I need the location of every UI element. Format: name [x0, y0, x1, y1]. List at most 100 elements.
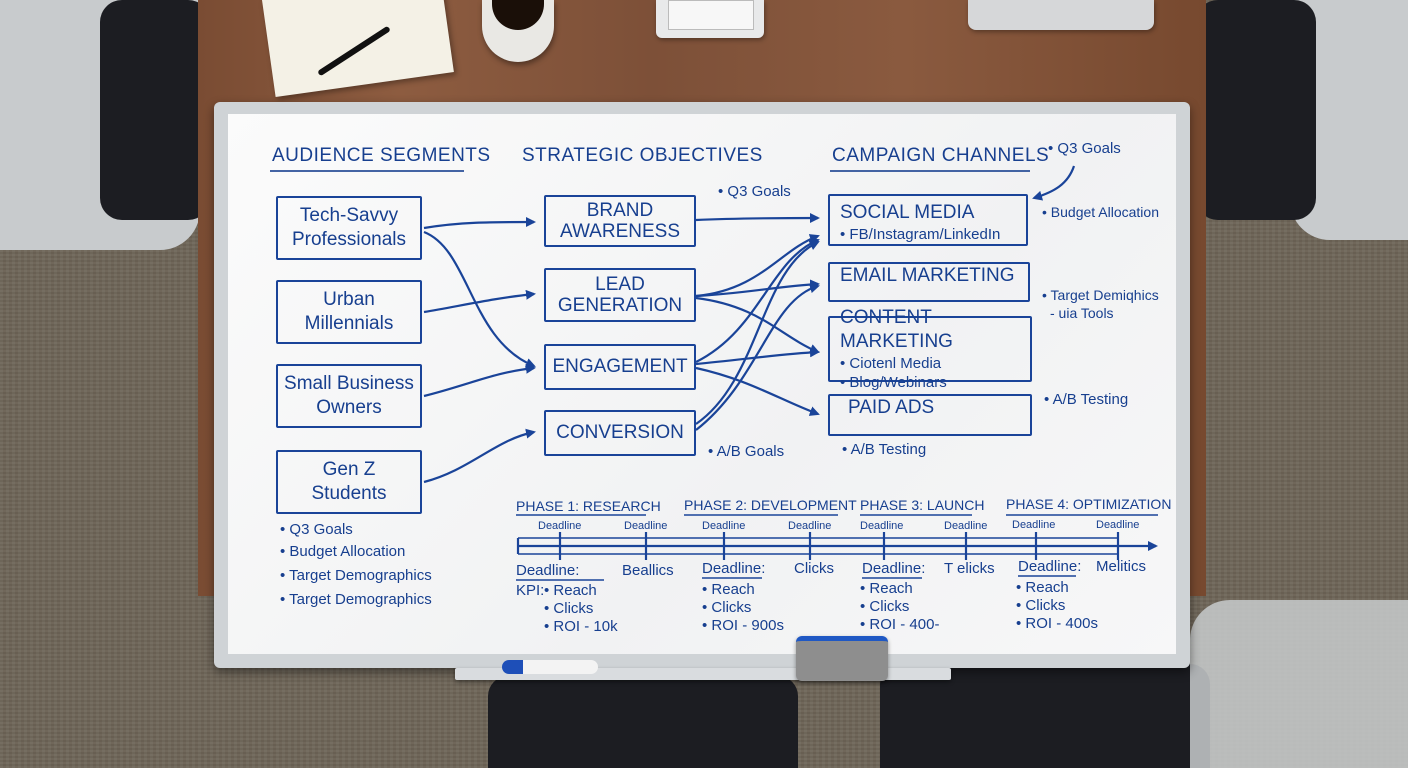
- segment-urban-millennials: Urban Millennials: [276, 280, 422, 344]
- note-budget-allocation: • Budget Allocation: [1042, 204, 1159, 220]
- chair-right-top: [1196, 0, 1316, 220]
- arrow-lead-to-content: [695, 296, 820, 354]
- kpi-item: • Reach: [1016, 579, 1069, 596]
- left-note: • Target Demographics: [280, 567, 432, 584]
- kpi-item: • Clicks: [860, 598, 910, 615]
- arrow-conversion-to-social: [695, 240, 820, 425]
- deadline-label: Deadline: [1096, 519, 1140, 531]
- left-note: • Budget Allocation: [280, 543, 406, 560]
- chair-bottom-right-frame: [1190, 600, 1408, 768]
- objective-engagement: ENGAGEMENT: [544, 344, 696, 390]
- arrow-urban-to-lead: [423, 289, 536, 314]
- phase-deadline: Deadline:: [1018, 558, 1082, 575]
- arrow-engagement-to-social: [695, 238, 820, 363]
- objective-brand-awareness: BRAND AWARENESS: [544, 195, 696, 247]
- channel-paid-ads: PAID ADS: [828, 394, 1032, 436]
- kpi-item: • Clicks: [1016, 597, 1066, 614]
- phase-extra: Melitics: [1096, 558, 1147, 575]
- note-q3-goals-mid: • Q3 Goals: [718, 183, 791, 200]
- arrow-conversion-to-email: [695, 283, 820, 431]
- deadline-label: Deadline: [624, 520, 668, 532]
- segment-line2: Millennials: [304, 313, 394, 334]
- arrow-tech-to-brand: [423, 217, 536, 230]
- objective-line1: LEAD: [595, 274, 645, 295]
- channel-sub: • FB/Instagram/LinkedIn: [840, 225, 1001, 243]
- arrow-brand-to-social: [695, 213, 820, 224]
- phase-title: PHASE 1: RESEARCH: [516, 498, 661, 514]
- channel-sub: • Blog/Webinars: [840, 374, 947, 391]
- objective-line1: CONVERSION: [556, 422, 684, 443]
- deadline-label: Deadline: [944, 520, 988, 532]
- channel-title: PAID ADS: [848, 397, 935, 418]
- segment-tech-savvy: Tech-Savvy Professionals: [276, 196, 422, 260]
- phase-extra: Clicks: [794, 560, 834, 577]
- arrow-lead-to-social: [695, 234, 820, 298]
- objective-conversion: CONVERSION: [544, 410, 696, 456]
- phase-deadline: Deadline:: [702, 560, 766, 577]
- segment-small-business: Small Business Owners: [276, 364, 422, 428]
- channel-email-marketing: EMAIL MARKETING: [828, 262, 1030, 302]
- arrow-engagement-to-content: [695, 347, 820, 366]
- marker: [502, 660, 598, 674]
- kpi-item: • ROI - 400-: [860, 616, 940, 633]
- segment-line1: Gen Z: [322, 459, 376, 480]
- segment-line1: Urban: [323, 289, 375, 310]
- kpi-item: • Reach: [702, 581, 755, 598]
- phase-extra: T elicks: [944, 560, 995, 577]
- channel-title: SOCIAL MEDIA: [840, 201, 975, 223]
- deadline-label: Deadline: [538, 520, 582, 532]
- segment-gen-z: Gen Z Students: [276, 450, 422, 514]
- whiteboard-surface: [228, 114, 1176, 654]
- channel-content-marketing: CONTENT MARKETING • Ciotenl Media • Blog…: [828, 307, 1032, 391]
- segment-line2: Owners: [316, 397, 382, 418]
- header-underline: [830, 170, 1030, 172]
- arrow-small-to-engagement: [423, 363, 536, 398]
- objective-line2: GENERATION: [557, 295, 683, 316]
- chair-bottom-left: [488, 676, 798, 768]
- objective-line1: ENGAGEMENT: [552, 356, 688, 377]
- deadline-label: Deadline: [702, 520, 746, 532]
- header-audience-segments: AUDIENCE SEGMENTS: [272, 145, 491, 166]
- deadline-label: Deadline: [1012, 519, 1056, 531]
- phase-deadline: Deadline:: [516, 562, 580, 579]
- kpi-item: • Reach: [860, 580, 913, 597]
- phase-extra: Beallics: [622, 562, 674, 579]
- kpi-item: • ROI - 10k: [544, 618, 618, 635]
- kpi-item: • Clicks: [702, 599, 752, 616]
- channel-title: EMAIL MARKETING: [840, 265, 1015, 286]
- phase-title: PHASE 4: OPTIMIZATION: [1006, 496, 1172, 512]
- objective-line1: BRAND: [586, 200, 654, 221]
- phase-deadline: Deadline:: [862, 560, 926, 577]
- tablet-screen: [668, 0, 754, 30]
- note-q3-goals-top: • Q3 Goals: [1048, 140, 1121, 157]
- header-strategic-objectives: STRATEGIC OBJECTIVES: [522, 145, 763, 166]
- arrow-lead-to-email: [695, 279, 820, 298]
- channel-title: CONTENT MARKETING: [840, 307, 953, 352]
- arrow-genz-to-conversion: [423, 428, 536, 484]
- kpi-item: • ROI - 900s: [702, 617, 784, 634]
- phase-title: PHASE 3: LAUNCH: [860, 497, 985, 513]
- kpi-item: • ROI - 400s: [1016, 615, 1098, 632]
- arrow-engagement-to-paid: [695, 366, 820, 416]
- kpi-item: • Clicks: [544, 600, 594, 617]
- segment-line2: Students: [311, 483, 387, 504]
- deadline-label: Deadline: [860, 520, 904, 532]
- left-note: • Target Demographics: [280, 591, 432, 608]
- eraser: [796, 636, 888, 681]
- kpi-prefix: KPI:: [516, 582, 545, 599]
- phase-title: PHASE 2: DEVELOPMENT: [684, 497, 857, 513]
- segment-line1: Tech-Savvy: [299, 205, 399, 226]
- kpi-item: • Reach: [544, 582, 597, 599]
- objective-line2: AWARENESS: [559, 221, 680, 242]
- left-note: • Q3 Goals: [280, 521, 353, 538]
- deadline-label: Deadline: [788, 520, 832, 532]
- laptop: [968, 0, 1154, 30]
- note-ab-goals: • A/B Goals: [708, 443, 785, 460]
- arrow-q3-top: [1032, 165, 1076, 201]
- segment-line1: Small Business: [284, 373, 414, 394]
- channel-sub: • Ciotenl Media: [840, 355, 942, 372]
- note-tools: - uia Tools: [1050, 305, 1114, 321]
- header-underline: [270, 170, 464, 172]
- objective-lead-generation: LEAD GENERATION: [544, 268, 696, 322]
